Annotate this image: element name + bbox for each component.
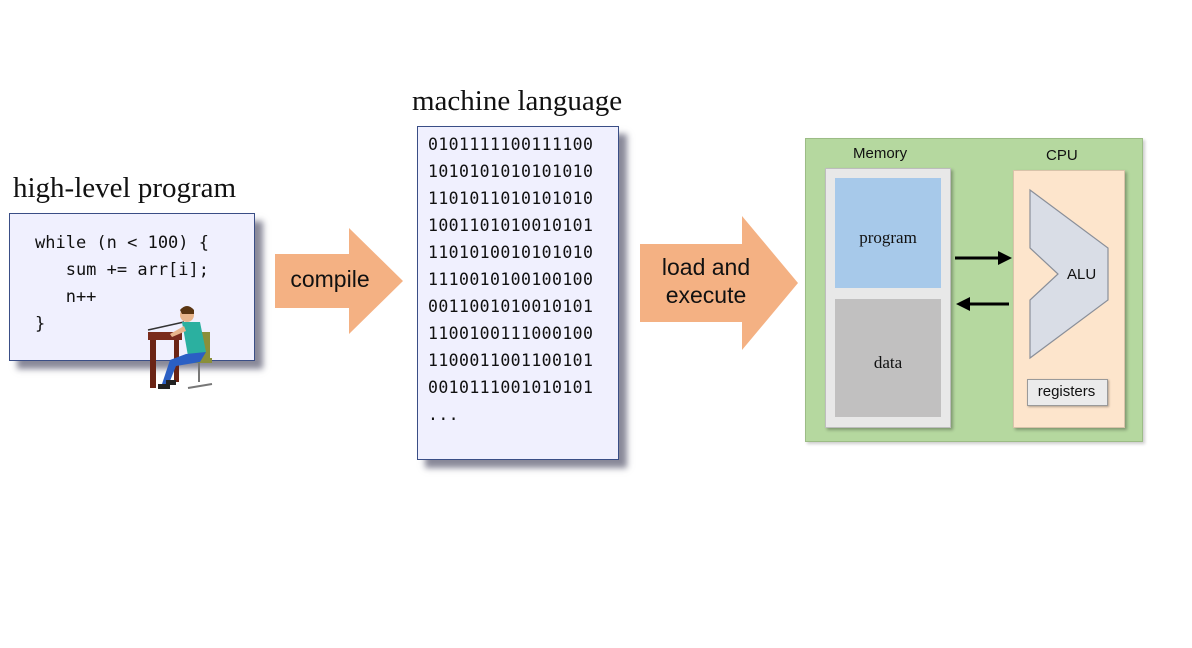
machine-code-line: 1001101010010101 <box>428 216 594 235</box>
machine-code-line: 1100100111000100 <box>428 324 594 343</box>
compile-arrow-icon <box>275 228 403 334</box>
compile-label: compile <box>290 266 370 292</box>
code-line: } <box>35 314 46 334</box>
machine-code-line: 1110010100100100 <box>428 270 594 289</box>
cpu-label: CPU <box>1046 147 1078 164</box>
high-level-code-box: while (n < 100) { sum += arr[i]; n++ } <box>9 213 255 361</box>
machine-code-line: 0101111100111100 <box>428 135 594 154</box>
load-execute-label: load and execute <box>647 253 765 309</box>
machine-code-line: 1101010010101010 <box>428 243 594 262</box>
program-region <box>835 178 941 288</box>
load-execute-arrow-icon <box>640 216 798 350</box>
machine-code-line: 0010111001010101 <box>428 378 594 397</box>
high-level-program-title: high-level program <box>13 172 237 204</box>
machine-code-line: 1101011010101010 <box>428 189 594 208</box>
program-label: program <box>859 228 917 247</box>
data-region <box>835 299 941 417</box>
data-flow-arrows-icon <box>955 251 1012 311</box>
alu-shape-icon <box>1029 188 1109 360</box>
machine-code-line: 1010101010101010 <box>428 162 594 181</box>
programmer-at-desk-icon <box>147 306 213 389</box>
registers-label: registers <box>1037 383 1096 400</box>
load-execute-label-line1: load and <box>661 254 751 280</box>
machine-code-line: 0011001010010101 <box>428 297 594 316</box>
memory-label: Memory <box>853 145 908 162</box>
load-execute-label-line2: execute <box>665 282 747 308</box>
machine-code-box: 0101111100111100 1010101010101010 110101… <box>417 126 619 460</box>
machine-code-ellipsis: ... <box>428 405 460 424</box>
machine-language-title: machine language <box>412 85 623 117</box>
data-label: data <box>873 353 903 372</box>
code-line: while (n < 100) { <box>35 233 209 253</box>
code-line: n++ <box>35 287 97 307</box>
machine-code-line: 1100011001100101 <box>428 351 594 370</box>
alu-label: ALU <box>1067 266 1097 283</box>
registers-box <box>1027 379 1108 406</box>
code-line: sum += arr[i]; <box>35 260 209 280</box>
